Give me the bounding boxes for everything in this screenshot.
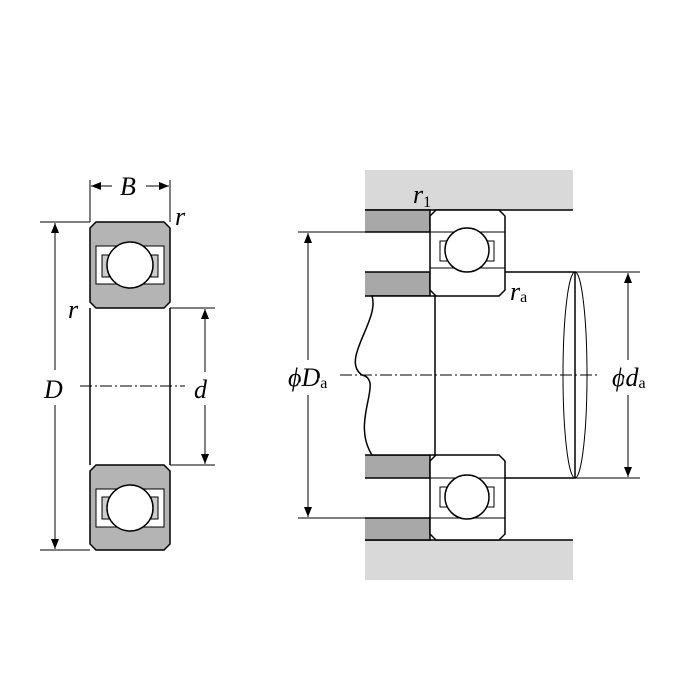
label-chamfer-r-top: r <box>175 202 186 231</box>
housing-shoulder-top <box>365 209 431 233</box>
ball-bottom <box>106 484 154 532</box>
label-chamfer-r-left: r <box>68 295 79 324</box>
housing-top <box>365 170 573 210</box>
label-bore-d: d <box>194 375 208 404</box>
dimension-lines-left <box>40 180 215 551</box>
housing-bottom <box>365 540 573 580</box>
ball-bottom-mounted <box>444 474 490 520</box>
label-shaft-shoulder-da: ϕda <box>612 363 646 392</box>
ball-top <box>106 241 154 289</box>
spacer-top <box>365 271 431 297</box>
spacer-bottom <box>365 454 431 479</box>
label-r1: r1 <box>413 180 431 211</box>
dimension-lines-right <box>298 231 640 519</box>
label-housing-shoulder-Da: ϕDa <box>288 363 327 392</box>
label-ra: ra <box>510 277 527 306</box>
housing-shoulder-bottom <box>365 517 431 541</box>
label-outer-diameter-D: D <box>43 375 63 404</box>
label-width-B: B <box>120 172 136 201</box>
ball-top-mounted <box>444 227 490 273</box>
mounting-view <box>340 170 600 580</box>
bearing-section-view <box>80 221 185 551</box>
